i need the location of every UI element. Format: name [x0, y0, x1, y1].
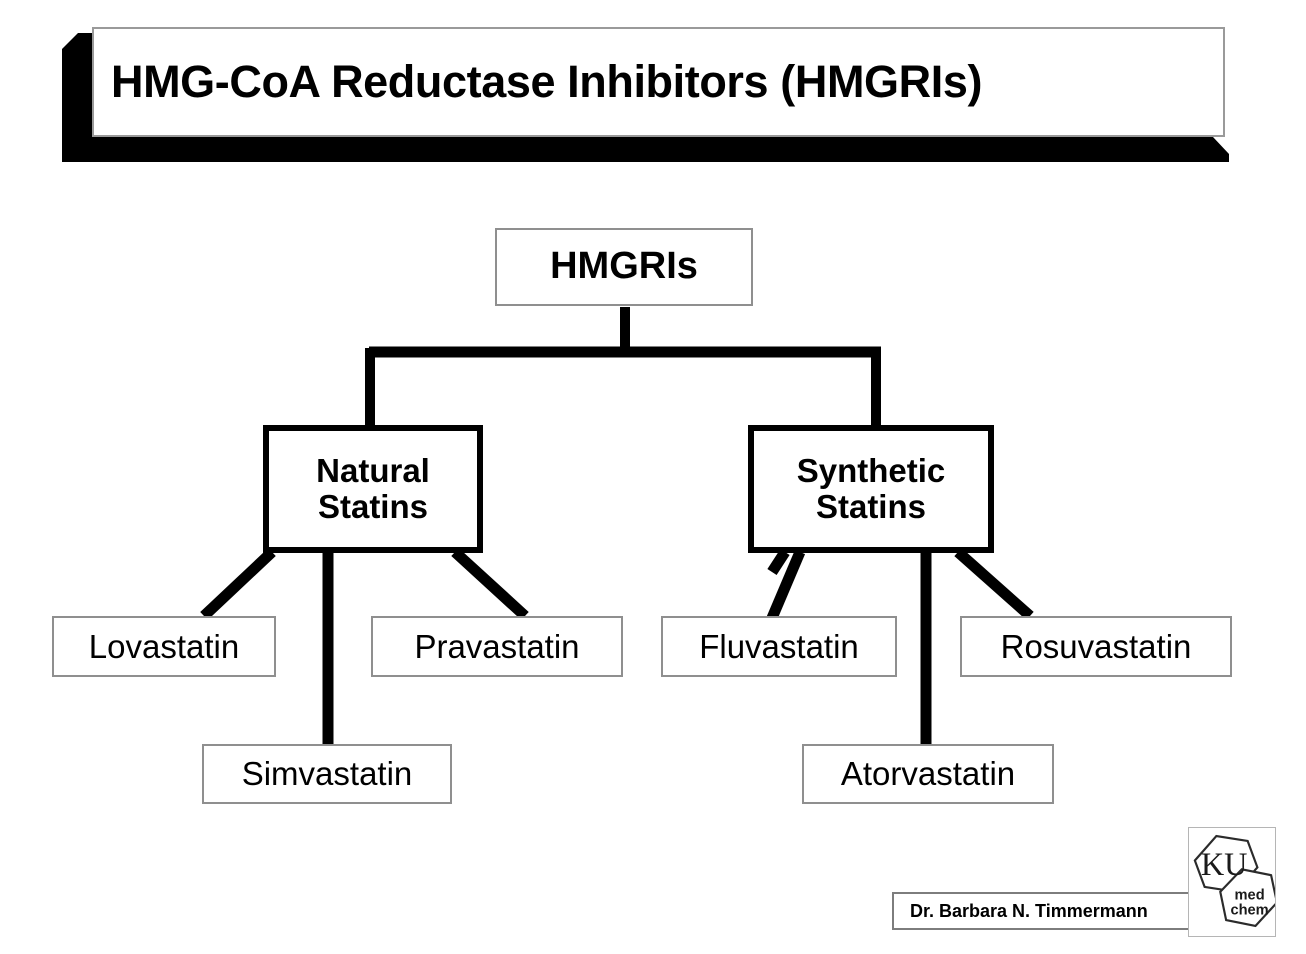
node-atorvastatin-label: Atorvastatin	[840, 755, 1016, 793]
node-natural-statins[interactable]: Natural Statins	[263, 425, 483, 553]
node-pravastatin[interactable]: Pravastatin	[371, 616, 623, 677]
node-rosuvastatin-label: Rosuvastatin	[1000, 627, 1192, 665]
node-rosuvastatin[interactable]: Rosuvastatin	[960, 616, 1232, 677]
node-fluvastatin-label: Fluvastatin	[699, 627, 859, 665]
logo-top-text: KU	[1201, 846, 1248, 882]
node-natural-statins-label: Natural Statins	[316, 452, 430, 525]
page-title: HMG-CoA Reductase Inhibitors (HMGRIs)	[111, 56, 983, 107]
logo-bottom-line2: chem	[1230, 902, 1268, 918]
node-fluvastatin[interactable]: Fluvastatin	[661, 616, 897, 677]
node-hmgris-label: HMGRIs	[550, 245, 698, 288]
author-name-plate: Dr. Barbara N. Timmermann	[892, 892, 1200, 930]
node-lovastatin[interactable]: Lovastatin	[52, 616, 276, 677]
node-simvastatin[interactable]: Simvastatin	[202, 744, 452, 804]
author-name: Dr. Barbara N. Timmermann	[910, 900, 1148, 921]
node-synthetic-statins[interactable]: Synthetic Statins	[748, 425, 994, 553]
logo-bottom-line1: med	[1235, 888, 1265, 904]
node-hmgris[interactable]: HMGRIs	[495, 228, 753, 306]
ku-med-chem-logo: KU med chem	[1188, 827, 1276, 937]
slide-title-box: HMG-CoA Reductase Inhibitors (HMGRIs)	[92, 27, 1225, 137]
ku-med-chem-logo-icon: KU med chem	[1193, 834, 1275, 928]
node-synthetic-statins-label: Synthetic Statins	[796, 452, 946, 525]
node-atorvastatin[interactable]: Atorvastatin	[802, 744, 1054, 804]
node-simvastatin-label: Simvastatin	[241, 755, 413, 793]
node-pravastatin-label: Pravastatin	[414, 627, 580, 665]
node-lovastatin-label: Lovastatin	[88, 627, 240, 665]
title-box-shadow	[62, 33, 1229, 162]
